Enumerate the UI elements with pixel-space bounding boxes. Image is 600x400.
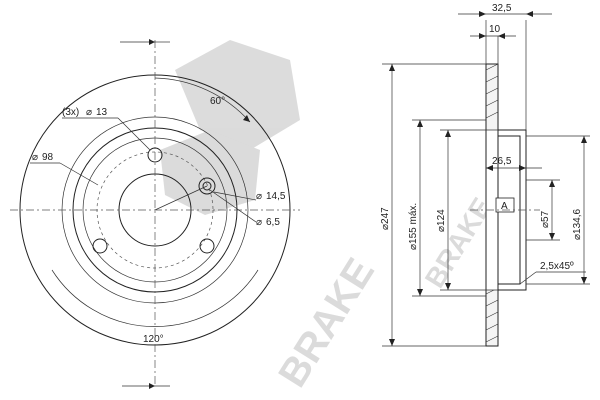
hub-height-label: 26,5 <box>492 156 512 167</box>
hole-large-label: 14,5 <box>266 191 286 202</box>
bolt-dia-symbol: ⌀ <box>86 107 92 118</box>
outer-dia-label: ⌀247 <box>380 207 391 230</box>
datum-label: A <box>501 201 508 212</box>
angle-120-label: 120° <box>143 334 164 345</box>
datum-box <box>495 197 515 213</box>
side-view: ⌀247 ⌀155 máx. ⌀124 ⌀57 ⌀134,6 32,5 10 2… <box>380 3 590 347</box>
bolt-count-label: (3x) <box>62 107 79 118</box>
front-view: 60° (3x) ⌀ 13 ⌀ 98 ⌀ 14,5 ⌀ 6,5 120° <box>10 39 300 389</box>
locating-hole-outer <box>198 177 216 195</box>
bolt-hole-left <box>92 238 108 254</box>
bolt-circle-symbol: ⌀ <box>32 152 38 163</box>
hole-small-label: 6,5 <box>266 217 280 228</box>
bolt-dia-label: 13 <box>96 107 108 118</box>
angle-60-label: 60° <box>210 96 225 107</box>
max-dia-label: ⌀155 máx. <box>408 203 419 250</box>
total-width-label: 32,5 <box>492 3 512 14</box>
bolt-hole-right <box>199 238 215 254</box>
hub-dia-label: ⌀134,6 <box>572 209 583 240</box>
hole-large-symbol: ⌀ <box>256 191 262 202</box>
hole-small-symbol: ⌀ <box>256 217 262 228</box>
bore-dia-label: ⌀57 <box>540 210 551 228</box>
watermark-text: BRAKE <box>270 251 383 395</box>
watermark: BRAKE BRAKE <box>160 40 498 395</box>
bolt-circle-label: 98 <box>42 152 54 163</box>
inner-dia-label: ⌀124 <box>436 209 447 232</box>
chamfer-label: 2,5x45º <box>540 261 574 272</box>
locating-hole-inner <box>202 181 212 191</box>
disc-thickness-label: 10 <box>489 24 501 35</box>
